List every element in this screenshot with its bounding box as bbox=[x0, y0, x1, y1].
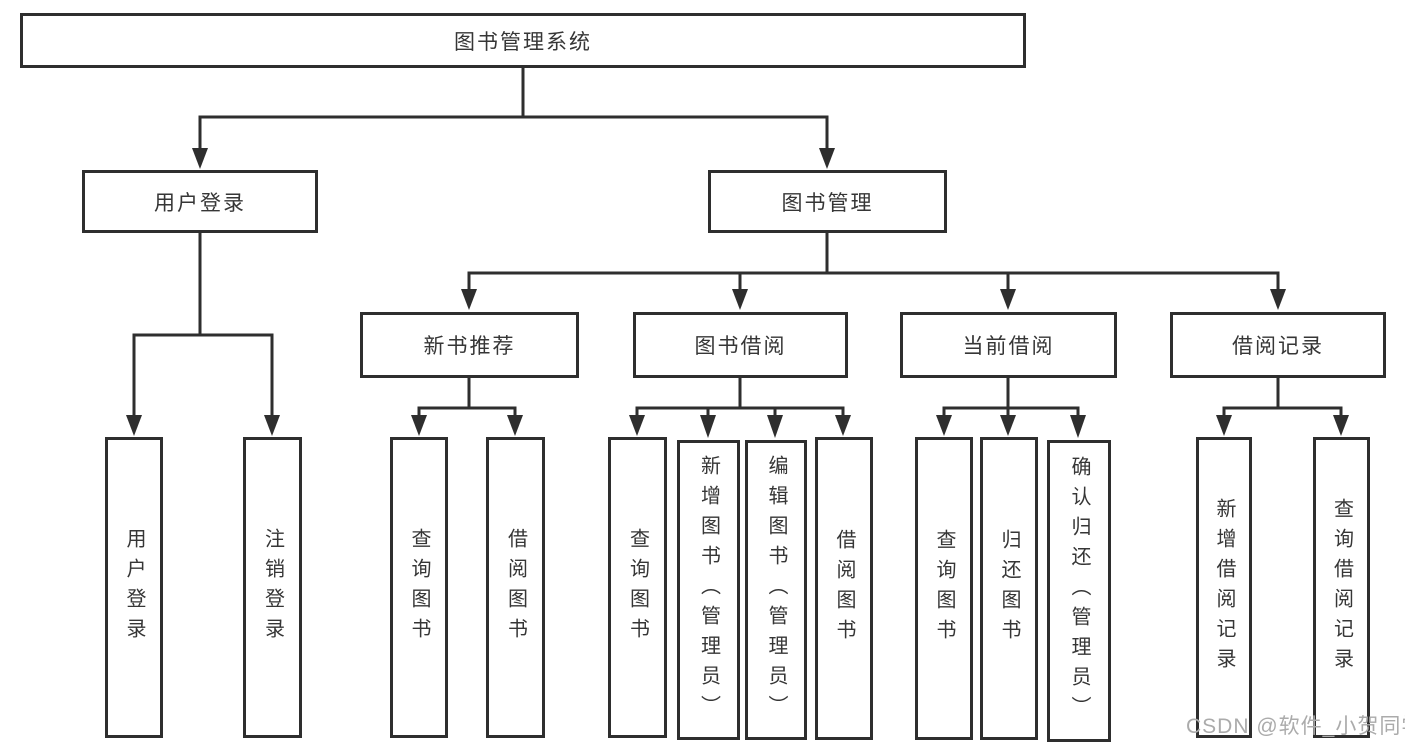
node-label: 图书管理 bbox=[781, 191, 874, 215]
leaf-edit-book-admin: 编辑图书（管理员） bbox=[745, 440, 807, 740]
node-label: 图书借阅 bbox=[694, 335, 787, 358]
leaf-logout: 注销登录 bbox=[243, 437, 302, 738]
leaf-query-books-borrowing: 查询图书 bbox=[608, 437, 667, 738]
node-label: 查询图书 bbox=[933, 528, 955, 649]
leaf-borrow-books: 借阅图书 bbox=[815, 437, 873, 740]
node-label: 新增借阅记录 bbox=[1213, 497, 1235, 678]
node-book-borrowing: 图书借阅 bbox=[633, 312, 848, 378]
watermark: CSDN @软件_小贺同学 bbox=[1186, 715, 1405, 738]
node-label: 查询图书 bbox=[408, 527, 430, 648]
node-borrowing-records: 借阅记录 bbox=[1170, 312, 1386, 378]
node-label: 借阅图书 bbox=[504, 527, 527, 648]
node-book-management: 图书管理 bbox=[708, 170, 947, 233]
node-label: 归还图书 bbox=[998, 528, 1020, 649]
node-label: 确认归还（管理员） bbox=[1068, 456, 1090, 726]
node-library-management-system: 图书管理系统 bbox=[20, 13, 1026, 68]
node-label: 新书推荐 bbox=[423, 335, 516, 358]
node-label: 编辑图书（管理员） bbox=[765, 455, 787, 725]
leaf-query-books-current: 查询图书 bbox=[915, 437, 973, 740]
node-label: 用户登录 bbox=[154, 191, 246, 215]
node-label: 用户登录 bbox=[123, 527, 145, 648]
node-label: 注销登录 bbox=[261, 527, 284, 648]
node-label: 新增图书（管理员） bbox=[697, 455, 720, 725]
leaf-add-book-admin: 新增图书（管理员） bbox=[677, 440, 740, 740]
leaf-borrow-books-recommendation: 借阅图书 bbox=[486, 437, 545, 738]
leaf-confirm-return-admin: 确认归还（管理员） bbox=[1047, 440, 1111, 742]
leaf-query-books-recommendation: 查询图书 bbox=[390, 437, 448, 738]
node-label: 查询借阅记录 bbox=[1330, 497, 1353, 678]
node-label: 借阅记录 bbox=[1232, 335, 1324, 358]
node-label: 当前借阅 bbox=[962, 335, 1055, 358]
node-label: 借阅图书 bbox=[833, 528, 855, 649]
leaf-user-login: 用户登录 bbox=[105, 437, 163, 738]
leaf-add-borrow-record: 新增借阅记录 bbox=[1196, 437, 1252, 738]
node-label: 图书管理系统 bbox=[454, 30, 592, 54]
leaf-return-books: 归还图书 bbox=[980, 437, 1038, 740]
node-new-book-recommendation: 新书推荐 bbox=[360, 312, 579, 378]
node-label: 查询图书 bbox=[626, 527, 649, 648]
leaf-query-borrow-record: 查询借阅记录 bbox=[1313, 437, 1370, 738]
node-current-borrowing: 当前借阅 bbox=[900, 312, 1117, 378]
node-user-login: 用户登录 bbox=[82, 170, 318, 233]
